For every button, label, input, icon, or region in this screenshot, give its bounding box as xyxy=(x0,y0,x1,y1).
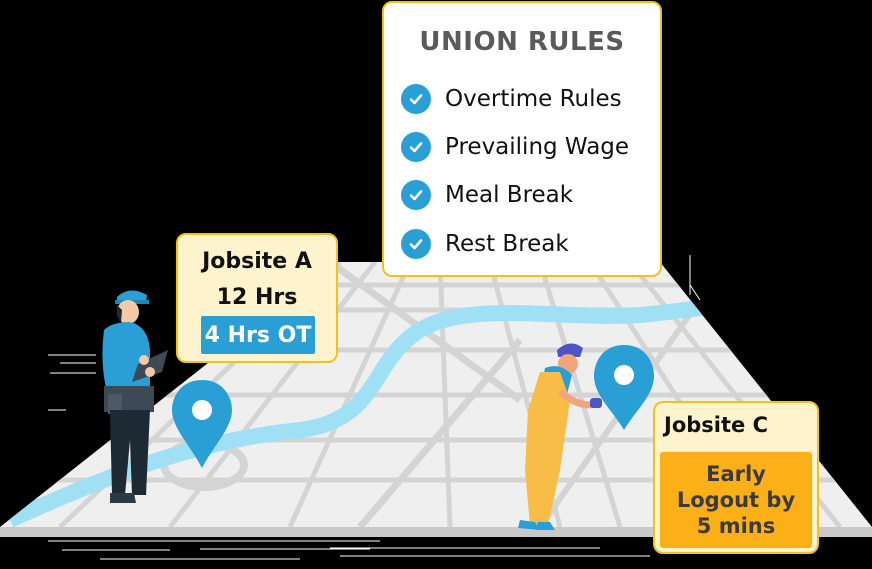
rule-label: Rest Break xyxy=(445,231,569,257)
jobsite-a-card: Jobsite A 12 Hrs 4 Hrs OT xyxy=(176,233,338,363)
rule-label: Overtime Rules xyxy=(445,86,622,112)
jobsite-c-card: Jobsite C Early Logout by 5 mins xyxy=(653,401,819,554)
jobsite-c-name: Jobsite C xyxy=(664,413,768,437)
location-pin-jobsite-c xyxy=(594,345,654,430)
rule-item-prevailing-wage: Prevailing Wage xyxy=(401,131,629,163)
check-circle-icon xyxy=(401,229,431,259)
rule-item-meal-break: Meal Break xyxy=(401,179,573,211)
early-logout-line: Logout by xyxy=(676,488,796,512)
check-circle-icon xyxy=(401,84,431,114)
check-circle-icon xyxy=(401,132,431,162)
location-pin-jobsite-a xyxy=(172,380,232,468)
rule-item-rest-break: Rest Break xyxy=(401,228,569,260)
overtime-badge: 4 Hrs OT xyxy=(201,316,315,354)
early-logout-line: 5 mins xyxy=(696,514,776,538)
worker-overalls-figure xyxy=(518,343,602,530)
early-logout-badge: Early Logout by 5 mins xyxy=(660,452,812,548)
rule-item-overtime: Overtime Rules xyxy=(401,83,622,115)
jobsite-a-hours: 12 Hrs xyxy=(216,285,298,310)
early-logout-line: Early xyxy=(706,462,766,486)
union-rules-card: UNION RULES Overtime Rules Prevailing Wa… xyxy=(382,1,662,277)
union-rules-title: UNION RULES xyxy=(419,27,625,57)
worker-inspector-figure xyxy=(102,290,168,503)
jobsite-a-name: Jobsite A xyxy=(202,249,312,274)
rule-label: Prevailing Wage xyxy=(445,134,630,160)
rule-label: Meal Break xyxy=(445,182,574,208)
check-circle-icon xyxy=(401,180,431,210)
